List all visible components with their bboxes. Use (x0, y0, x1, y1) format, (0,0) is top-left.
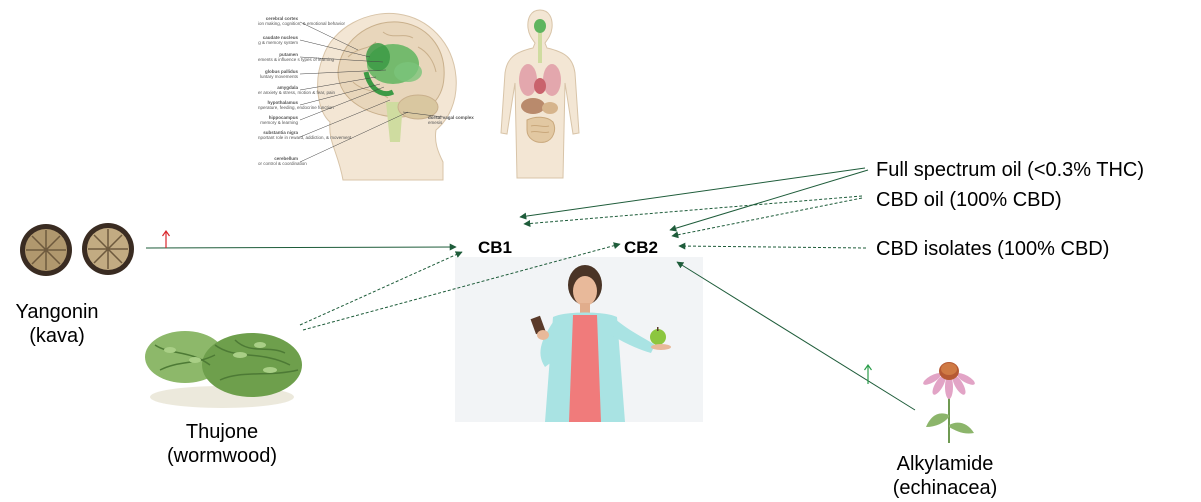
brain-label-2: putamenements & influence s types of lea… (258, 52, 298, 62)
yangonin-label: Yangonin (kava) (2, 300, 112, 348)
line-fullspectrum-cb2 (670, 170, 868, 230)
woman-image (455, 257, 703, 422)
line-yangonin-cb1 (146, 247, 456, 248)
line-thujone-cb1 (300, 252, 462, 325)
thujone-name: Thujone (162, 420, 282, 444)
yangonin-name: Yangonin (2, 300, 112, 324)
kava-root-image (12, 218, 140, 280)
full-spectrum-oil-label: Full spectrum oil (<0.3% THC) (876, 158, 1144, 182)
brain-label-0: cerebral cortexion making, cognition, & … (258, 16, 298, 26)
brain-label-3: globus pallidusluntary movements (258, 69, 298, 79)
brain-label-6: hippocampusmemory & learning (258, 115, 298, 125)
vagal-label: dorsal vagal complexemesis (428, 115, 468, 125)
body-image (495, 8, 585, 183)
yangonin-source: (kava) (2, 324, 112, 348)
brain-label-1: caudate nucleusg & memory system (258, 35, 298, 45)
alkylamide-label: Alkylamide (echinacea) (880, 452, 1010, 500)
brain-label-5: hypothalamusnperature, feeding, endocrin… (258, 100, 298, 110)
alkylamide-source: (echinacea) (880, 476, 1010, 500)
alkylamide-name: Alkylamide (880, 452, 1010, 476)
line-alkylamide-cb2 (677, 262, 915, 410)
cbd-isolates-label: CBD isolates (100% CBD) (876, 237, 1109, 261)
cb1-label: CB1 (478, 236, 512, 260)
line-cbdoil-cb1 (524, 196, 862, 224)
thujone-source: (wormwood) (162, 444, 282, 468)
brain-illustration: cerebral cortexion making, cognition, & … (258, 2, 468, 182)
line-cbdisolates-cb2 (679, 246, 866, 248)
brain-label-8: cerebellumor control & coordination (258, 156, 298, 166)
cb2-label: CB2 (624, 236, 658, 260)
brain-label-4: amygdalaer anxiety & stress, motion & fe… (258, 85, 298, 95)
brain-label-7: substantia nigranportant role in reward,… (258, 130, 298, 140)
wormwood-herb-image (140, 315, 305, 410)
up-arrow-red-icon (163, 231, 170, 248)
body-illustration (495, 8, 585, 183)
echinacea-flower-image (918, 355, 980, 445)
echinacea-image (918, 355, 980, 445)
up-arrow-green-icon (865, 365, 872, 384)
wormwood-image (140, 315, 305, 410)
woman-photo (455, 257, 703, 422)
cbd-oil-label: CBD oil (100% CBD) (876, 188, 1062, 212)
thujone-label: Thujone (wormwood) (162, 420, 282, 468)
kava-image (12, 218, 140, 280)
line-cbdoil-cb2 (672, 198, 862, 236)
